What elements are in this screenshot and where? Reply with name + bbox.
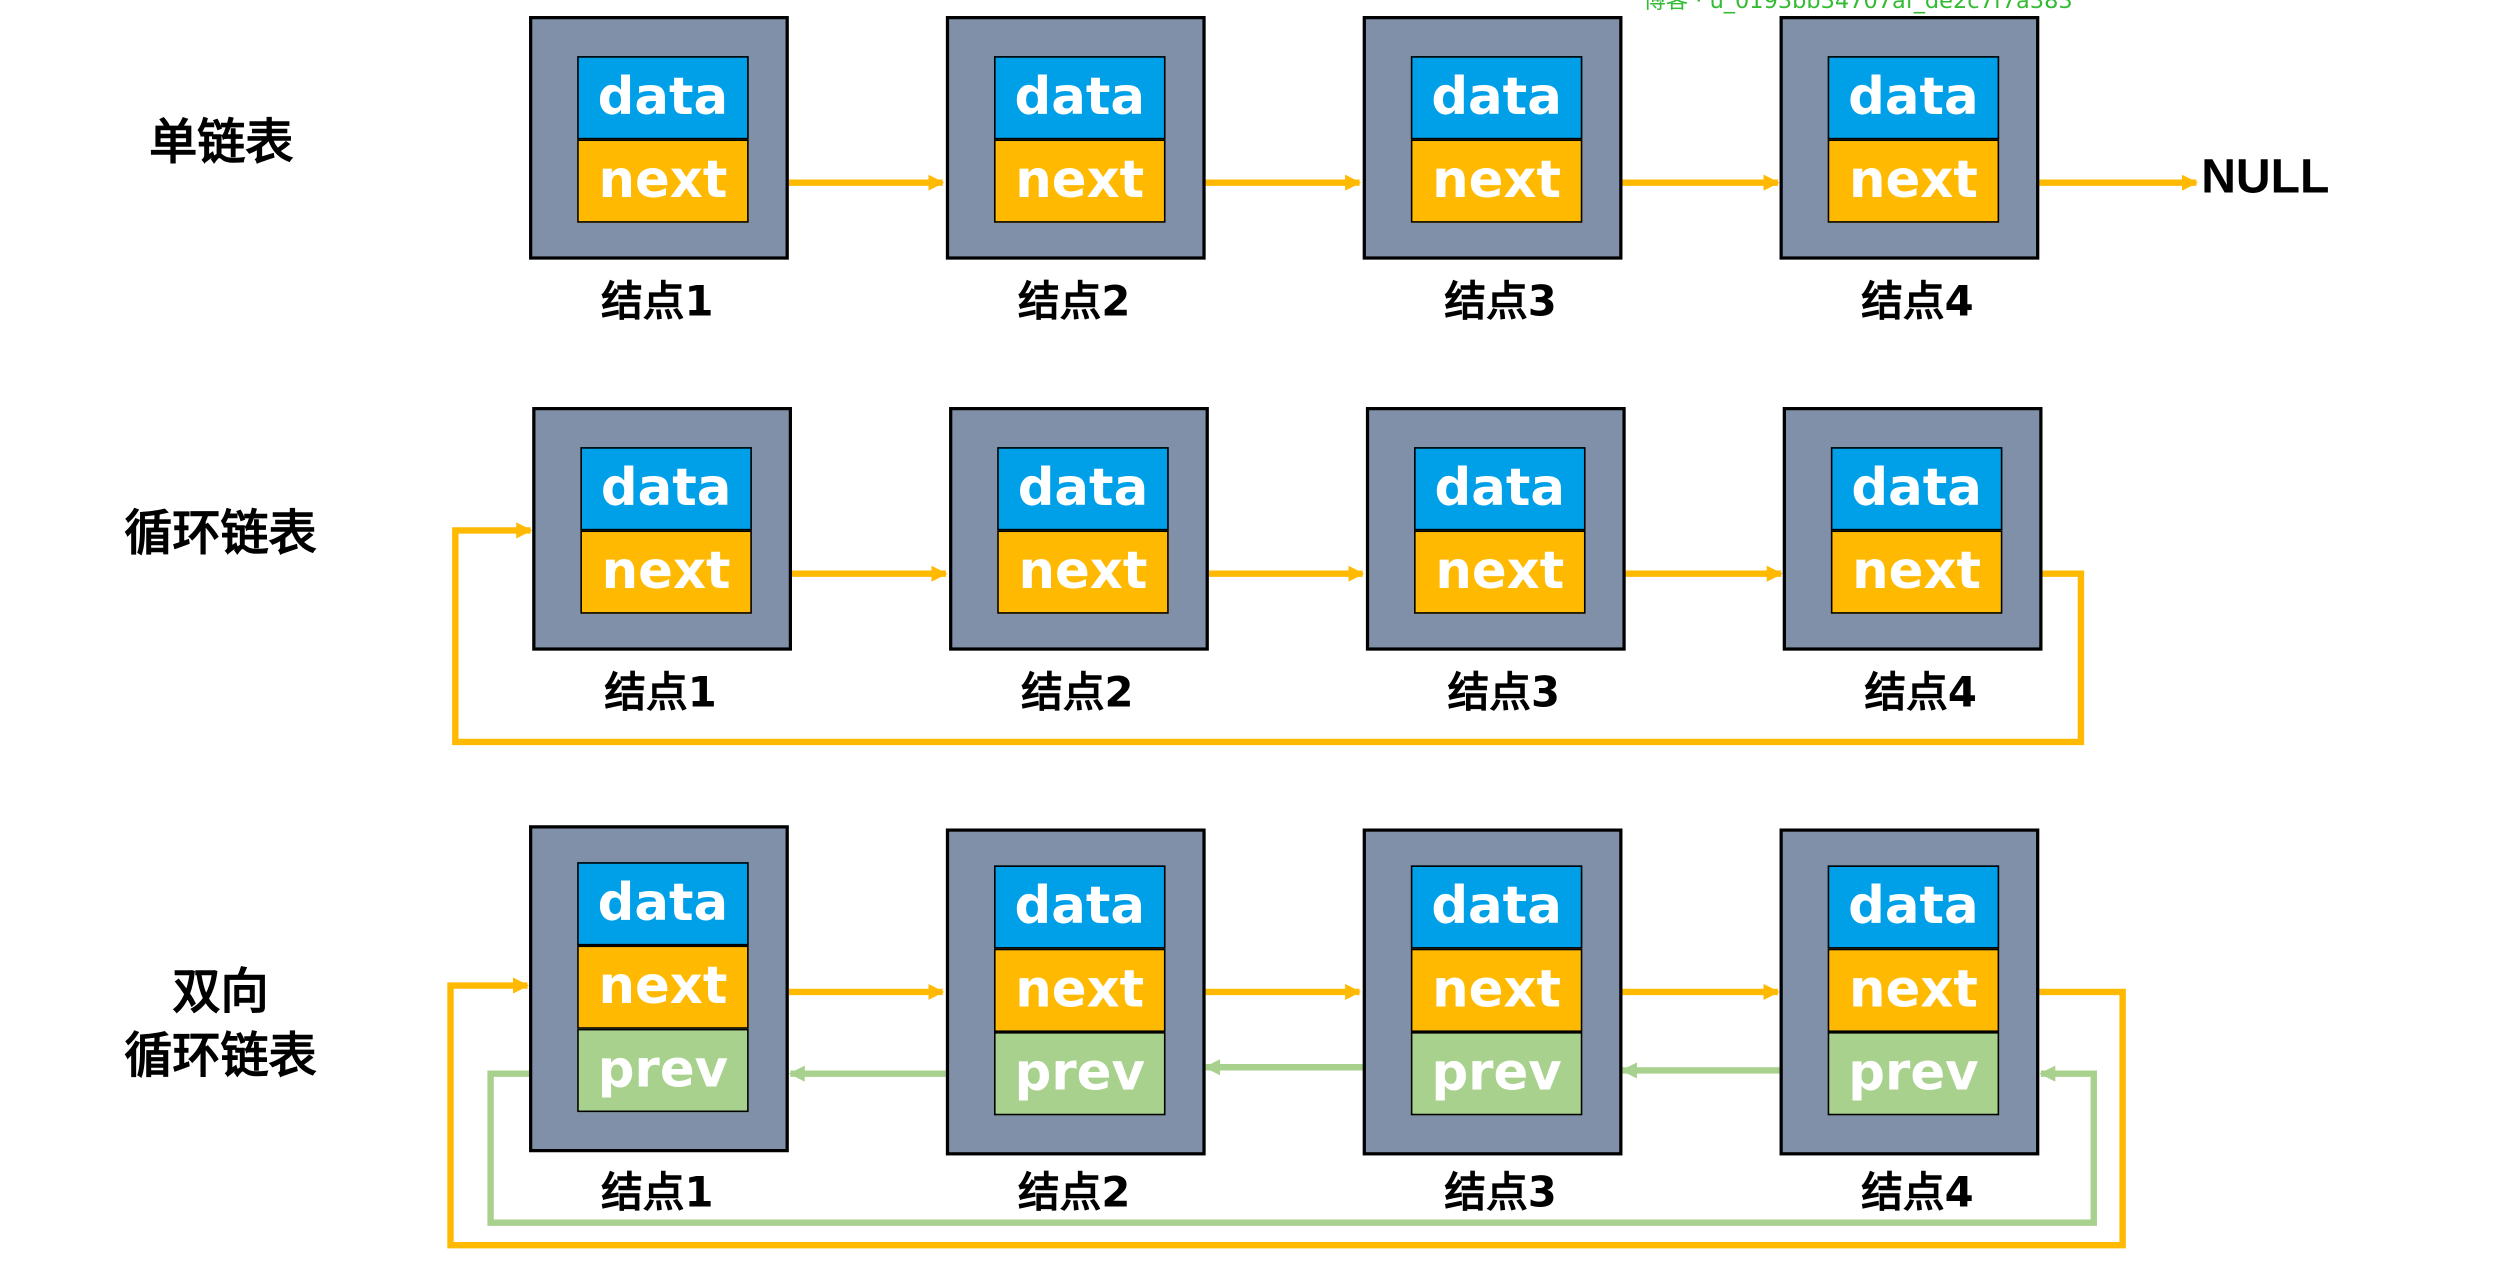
watermark-text: 博客 · u_0193bb34707af_de2c7f7a383	[1643, 0, 2073, 15]
node-box: data next	[945, 16, 1206, 260]
next-field: next	[577, 945, 749, 1029]
data-field: data	[580, 447, 752, 531]
node-box: data next prev	[1362, 828, 1623, 1156]
node-label: 结点3	[1444, 278, 1557, 327]
next-field: next	[997, 530, 1169, 614]
node-label: 结点3	[1444, 1169, 1557, 1218]
next-arrow-4-1-loop	[452, 522, 2085, 746]
prev-field: prev	[1410, 1032, 1583, 1116]
node-box: data next prev	[945, 828, 1206, 1156]
next-field: next	[580, 530, 752, 614]
node-label: 结点2	[1017, 1169, 1131, 1218]
prev-arrow-1-4-loop	[487, 1065, 2097, 1226]
row-label-singly-linked: 单链表	[149, 115, 294, 172]
node-label: 结点3	[1447, 669, 1560, 718]
node-label: 结点4	[1861, 1169, 1974, 1218]
data-field: data	[1410, 56, 1583, 140]
node-box: data next	[949, 407, 1209, 651]
data-field: data	[993, 865, 1166, 949]
data-field: data	[1414, 447, 1586, 531]
data-field: data	[997, 447, 1169, 531]
next-field: next	[1827, 139, 2000, 223]
next-field: next	[993, 139, 1166, 223]
next-arrow-4-1-loop	[447, 977, 2126, 1249]
data-field: data	[1827, 865, 2000, 949]
next-field: next	[1410, 139, 1583, 223]
prev-field: prev	[1827, 1032, 2000, 1116]
row-label-doubly-circular-linked: 双向 循环链表	[124, 964, 317, 1085]
prev-field: prev	[993, 1032, 1166, 1116]
next-field: next	[1410, 948, 1583, 1033]
data-field: data	[577, 862, 749, 946]
node-box: data next	[1782, 407, 2043, 651]
data-field: data	[577, 56, 749, 140]
node-label: 结点1	[601, 278, 714, 327]
next-field: next	[1414, 530, 1586, 614]
node-label: 结点1	[604, 669, 717, 718]
node-box: data next	[1362, 16, 1623, 260]
node-label: 结点1	[601, 1169, 714, 1218]
node-box: data next	[1779, 16, 2040, 260]
next-field: next	[1827, 948, 2000, 1033]
node-box: data next prev	[1779, 828, 2040, 1156]
node-box: data next	[532, 407, 792, 651]
data-field: data	[993, 56, 1166, 140]
node-box: data next	[1365, 407, 1626, 651]
row-label-circular-linked: 循环链表	[124, 506, 317, 563]
node-box: data next	[529, 16, 789, 260]
prev-field: prev	[577, 1028, 749, 1113]
data-field: data	[1830, 447, 2003, 531]
node-label: 结点4	[1861, 278, 1974, 327]
data-field: data	[1410, 865, 1583, 949]
data-field: data	[1827, 56, 2000, 140]
next-field: next	[1830, 530, 2003, 614]
node-box: data next prev	[529, 825, 789, 1153]
null-terminal: NULL	[2201, 150, 2330, 204]
next-field: next	[577, 139, 749, 223]
node-label: 结点2	[1017, 278, 1131, 327]
node-label: 结点2	[1021, 669, 1134, 718]
node-label: 结点4	[1864, 669, 1977, 718]
next-field: next	[993, 948, 1166, 1033]
